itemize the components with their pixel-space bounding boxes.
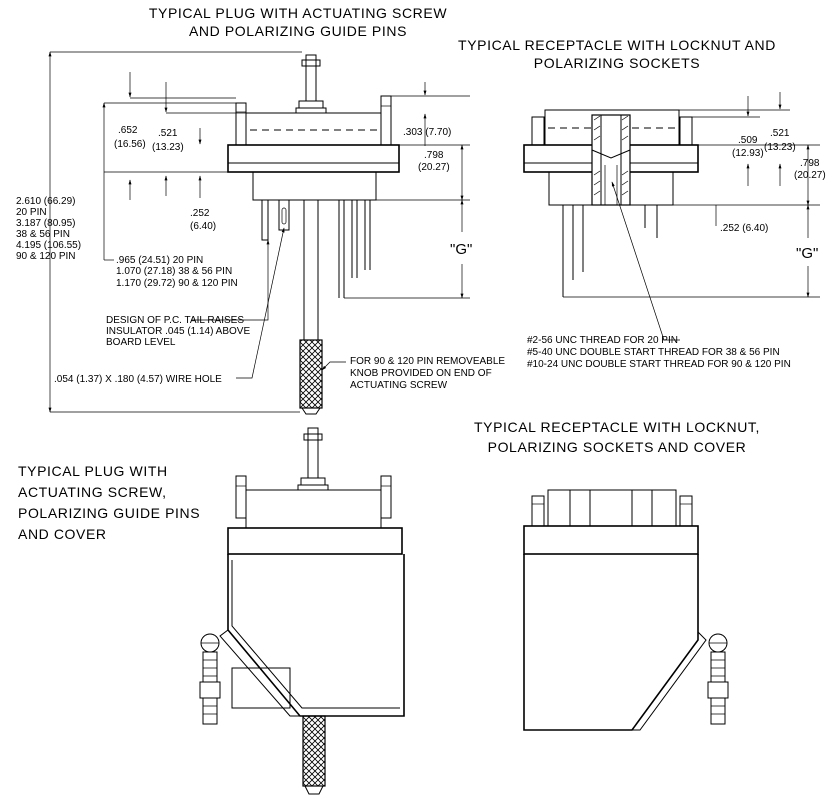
svg-text:.798: .798 bbox=[424, 150, 444, 161]
svg-text:1.070 (27.18) 38 & 56 PIN: 1.070 (27.18) 38 & 56 PIN bbox=[116, 266, 232, 277]
plug-overall-length: 2.610 (66.29) 20 PIN 3.187 (80.95) 38 & … bbox=[16, 196, 81, 262]
pc-tail-note: DESIGN OF P.C. TAIL RAISES INSULATOR .04… bbox=[106, 315, 250, 348]
svg-text:(13.23): (13.23) bbox=[152, 142, 184, 153]
plug-dim-798: .798 (20.27) bbox=[418, 150, 450, 173]
rec-dim-521: .521 (13.23) bbox=[764, 128, 796, 153]
svg-text:.521: .521 bbox=[158, 128, 178, 139]
svg-text:.965 (24.51) 20 PIN: .965 (24.51) 20 PIN bbox=[116, 255, 203, 266]
rec-dim-509: .509 (12.93) bbox=[732, 135, 764, 159]
svg-text:(16.56): (16.56) bbox=[114, 139, 146, 150]
svg-text:.509: .509 bbox=[738, 135, 758, 146]
svg-text:TYPICAL PLUG WITH ACTUATING SC: TYPICAL PLUG WITH ACTUATING SCREW bbox=[149, 5, 447, 21]
svg-text:FOR 90 & 120 PIN REMOVEABLE: FOR 90 & 120 PIN REMOVEABLE bbox=[350, 356, 505, 367]
svg-text:POLARIZING SOCKETS: POLARIZING SOCKETS bbox=[534, 55, 700, 71]
svg-text:(12.93): (12.93) bbox=[732, 148, 764, 159]
thread-note: #2-56 UNC THREAD FOR 20 PIN #5-40 UNC DO… bbox=[527, 335, 791, 370]
svg-text:(13.23): (13.23) bbox=[764, 142, 796, 153]
plug-dim-652: .652 (16.56) bbox=[114, 125, 146, 150]
svg-text:POLARIZING GUIDE PINS: POLARIZING GUIDE PINS bbox=[18, 505, 200, 521]
svg-text:.521: .521 bbox=[770, 128, 790, 139]
svg-text:BOARD LEVEL: BOARD LEVEL bbox=[106, 337, 176, 348]
svg-text:38 & 56 PIN: 38 & 56 PIN bbox=[16, 229, 70, 240]
svg-text:1.170 (29.72) 90 & 120 PIN: 1.170 (29.72) 90 & 120 PIN bbox=[116, 278, 238, 289]
svg-text:AND POLARIZING GUIDE PINS: AND POLARIZING GUIDE PINS bbox=[189, 23, 407, 39]
plug-view bbox=[48, 51, 470, 415]
plug-dim-g: "G" bbox=[450, 241, 472, 258]
svg-text:#10-24 UNC DOUBLE START THREAD: #10-24 UNC DOUBLE START THREAD FOR 90 & … bbox=[527, 359, 791, 370]
receptacle-title: TYPICAL RECEPTACLE WITH LOCKNUT AND POLA… bbox=[458, 37, 776, 71]
plug-tail-lengths: .965 (24.51) 20 PIN 1.070 (27.18) 38 & 5… bbox=[116, 255, 238, 289]
svg-text:TYPICAL PLUG WITH: TYPICAL PLUG WITH bbox=[18, 463, 168, 479]
svg-text:DESIGN OF P.C. TAIL RAISES: DESIGN OF P.C. TAIL RAISES bbox=[106, 315, 244, 326]
svg-text:2.610 (66.29): 2.610 (66.29) bbox=[16, 196, 76, 207]
rec-dim-798: .798 (20.27) bbox=[794, 158, 826, 181]
receptacle-cover-view bbox=[523, 489, 729, 731]
svg-text:.252: .252 bbox=[190, 208, 210, 219]
svg-text:#2-56 UNC THREAD FOR 20 PIN: #2-56 UNC THREAD FOR 20 PIN bbox=[527, 335, 678, 346]
wire-hole-note: .054 (1.37) X .180 (4.57) WIRE HOLE bbox=[54, 374, 222, 385]
plug-dim-303: .303 (7.70) bbox=[403, 127, 451, 138]
svg-text:KNOB PROVIDED ON END OF: KNOB PROVIDED ON END OF bbox=[350, 368, 492, 379]
plug-dim-521: .521 (13.23) bbox=[152, 128, 184, 153]
svg-text:.652: .652 bbox=[118, 125, 138, 136]
receptacle-view bbox=[523, 92, 820, 341]
svg-text:4.195 (106.55): 4.195 (106.55) bbox=[16, 240, 81, 251]
plug-dim-252: .252 (6.40) bbox=[190, 208, 216, 232]
plug-cover-view bbox=[199, 427, 405, 795]
plug-title: TYPICAL PLUG WITH ACTUATING SCREW AND PO… bbox=[149, 5, 447, 39]
svg-text:20 PIN: 20 PIN bbox=[16, 207, 47, 218]
svg-text:3.187 (80.95): 3.187 (80.95) bbox=[16, 218, 76, 229]
svg-text:90 & 120 PIN: 90 & 120 PIN bbox=[16, 251, 75, 262]
receptacle-cover-title: TYPICAL RECEPTACLE WITH LOCKNUT, POLARIZ… bbox=[474, 419, 760, 455]
svg-text:ACTUATING SCREW: ACTUATING SCREW bbox=[350, 380, 448, 391]
svg-text:INSULATOR .045 (1.14) ABOVE: INSULATOR .045 (1.14) ABOVE bbox=[106, 326, 250, 337]
svg-text:POLARIZING SOCKETS AND COVER: POLARIZING SOCKETS AND COVER bbox=[488, 439, 747, 455]
svg-text:(20.27): (20.27) bbox=[794, 170, 826, 181]
knob-note: FOR 90 & 120 PIN REMOVEABLE KNOB PROVIDE… bbox=[350, 356, 505, 391]
svg-text:AND COVER: AND COVER bbox=[18, 526, 107, 542]
rec-dim-g: "G" bbox=[796, 245, 818, 262]
svg-text:(20.27): (20.27) bbox=[418, 162, 450, 173]
svg-text:TYPICAL RECEPTACLE WITH LOCKNU: TYPICAL RECEPTACLE WITH LOCKNUT AND bbox=[458, 37, 776, 53]
svg-text:.798: .798 bbox=[800, 158, 820, 169]
svg-text:ACTUATING SCREW,: ACTUATING SCREW, bbox=[18, 484, 167, 500]
svg-text:#5-40 UNC DOUBLE START THREAD: #5-40 UNC DOUBLE START THREAD FOR 38 & 5… bbox=[527, 347, 780, 358]
rec-dim-252: .252 (6.40) bbox=[720, 223, 768, 234]
plug-cover-title: TYPICAL PLUG WITH ACTUATING SCREW, POLAR… bbox=[18, 463, 200, 542]
svg-text:(6.40): (6.40) bbox=[190, 221, 216, 232]
svg-text:TYPICAL RECEPTACLE WITH LOCKNU: TYPICAL RECEPTACLE WITH LOCKNUT, bbox=[474, 419, 760, 435]
